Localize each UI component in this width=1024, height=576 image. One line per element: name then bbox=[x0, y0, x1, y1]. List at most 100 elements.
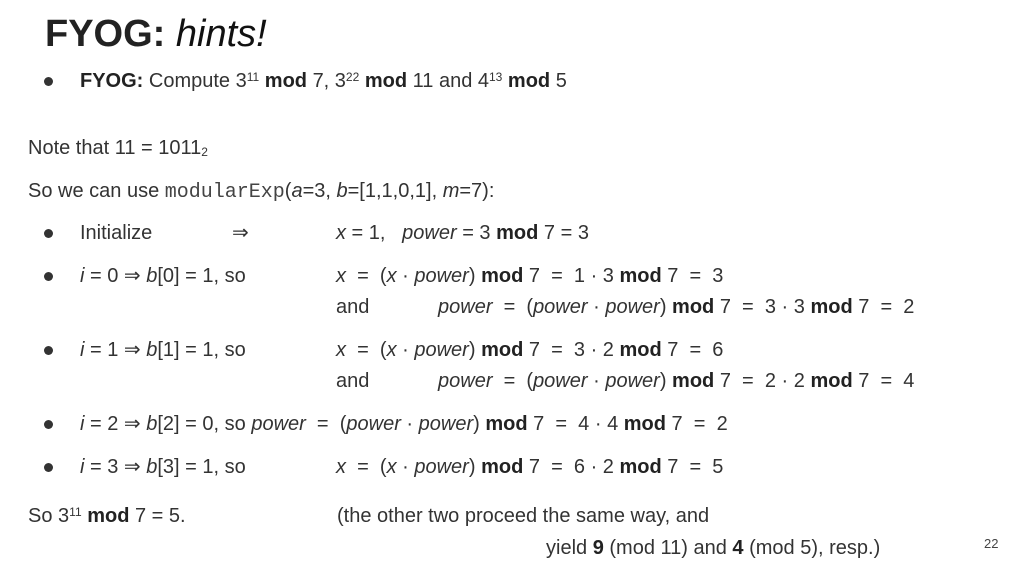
i1-res: 7 = 3 · 2 bbox=[523, 339, 620, 361]
i2-pres: 7 = 4 · 4 bbox=[527, 413, 624, 435]
bullet-icon bbox=[44, 272, 53, 281]
conclusion-other: (the other two proceed the same way, and bbox=[337, 505, 710, 527]
i0-i: i bbox=[80, 265, 85, 287]
i2-pclose: ) bbox=[473, 413, 480, 435]
i2-cond-b: [2] = 0, so bbox=[157, 413, 252, 435]
yield-four: 4 bbox=[732, 537, 744, 559]
i2-pdot: · bbox=[400, 413, 419, 435]
i1-pmod: mod bbox=[672, 370, 715, 392]
i0-and: and bbox=[336, 296, 370, 318]
i3-dot: · bbox=[396, 456, 415, 478]
param-b: b bbox=[336, 180, 348, 202]
param-m: m bbox=[442, 180, 460, 202]
bullet-icon bbox=[44, 420, 53, 429]
bullet-icon bbox=[44, 229, 53, 238]
i3-cond: i = 3 ⇒ b[3] = 1, so bbox=[80, 455, 246, 479]
i2-p2: power bbox=[346, 413, 401, 435]
title-italic: hints! bbox=[175, 13, 267, 55]
bullet-icon bbox=[44, 77, 53, 86]
i1-close: ) bbox=[468, 339, 476, 361]
i1-cond: i = 1 ⇒ b[1] = 1, so bbox=[80, 338, 246, 362]
conclusion-mod: mod bbox=[87, 505, 130, 527]
i3-cond-a: = 3 ⇒ bbox=[84, 456, 147, 478]
i1-power: power bbox=[414, 339, 469, 361]
i2-pres2: 7 = 2 bbox=[665, 413, 728, 435]
i2-p3: power bbox=[418, 413, 474, 435]
conclusion-sup: 11 bbox=[69, 505, 82, 519]
i0-pclose: ) bbox=[659, 296, 667, 318]
i1-p3: power bbox=[605, 370, 660, 392]
i0-p3: power bbox=[605, 296, 660, 318]
fyog-label: FYOG: bbox=[80, 70, 144, 92]
i0-cond-b: [0] = 1, so bbox=[157, 265, 246, 287]
i1-pmod2: mod bbox=[810, 370, 853, 392]
i3-x2: x bbox=[386, 456, 397, 478]
i0-res2: 7 = 3 bbox=[661, 265, 724, 287]
param-m-val: =7): bbox=[459, 180, 495, 202]
i1-cond-b: [1] = 1, so bbox=[157, 339, 246, 361]
i2-pmod2: mod bbox=[623, 413, 666, 435]
i2-line: i = 2 ⇒ b[2] = 0, so power = (power · po… bbox=[80, 412, 728, 436]
i0-x2: x bbox=[386, 265, 397, 287]
i2-pmod: mod bbox=[485, 413, 528, 435]
i1-pdot: · bbox=[587, 370, 606, 392]
fyog-exp1: 11 bbox=[246, 70, 260, 84]
i0-p2: power bbox=[533, 296, 588, 318]
i1-power-expr: power = (power · power) mod 7 = 2 · 2 mo… bbox=[438, 369, 914, 393]
i3-x: x bbox=[336, 456, 346, 478]
i1-cond-a: = 1 ⇒ bbox=[84, 339, 147, 361]
init-power: power bbox=[402, 222, 457, 244]
i2-p1: power bbox=[251, 413, 306, 435]
fyog-mod2: mod bbox=[364, 70, 408, 92]
i3-cond-b: [3] = 1, so bbox=[157, 456, 246, 478]
i1-mod2: mod bbox=[619, 339, 662, 361]
param-a: a bbox=[291, 180, 303, 202]
note-text: Note that 11 = 1011 bbox=[28, 137, 202, 159]
fyog-five: 5 bbox=[555, 70, 567, 92]
i0-pmod2: mod bbox=[810, 296, 853, 318]
i0-close: ) bbox=[468, 265, 476, 287]
title-bold: FYOG: bbox=[45, 13, 166, 55]
implies-arrow-icon: ⇒ bbox=[232, 222, 249, 244]
i0-mod: mod bbox=[481, 265, 524, 287]
fyog-mod1: mod bbox=[264, 70, 307, 92]
i1-res2: 7 = 6 bbox=[661, 339, 724, 361]
function-name: modularExp bbox=[164, 181, 285, 204]
i3-eq: = ( bbox=[346, 456, 387, 478]
i3-res: 7 = 6 · 2 bbox=[523, 456, 620, 478]
conclusion-post: 7 = 5. bbox=[129, 505, 186, 527]
note-line: Note that 11 = 10112 bbox=[28, 136, 208, 160]
i2-cond-a: = 2 ⇒ bbox=[84, 413, 147, 435]
i0-pmod: mod bbox=[672, 296, 715, 318]
conclusion-yield: yield 9 (mod 11) and 4 (mod 5), resp.) bbox=[546, 536, 880, 560]
i1-x-expr: x = (x · power) mod 7 = 3 · 2 mod 7 = 6 bbox=[336, 338, 723, 362]
yield-text: yield bbox=[546, 537, 593, 559]
i0-x-expr: x = (x · power) mod 7 = 1 · 3 mod 7 = 3 bbox=[336, 264, 723, 288]
i3-mod: mod bbox=[481, 456, 524, 478]
i0-pres: 7 = 3 · 3 bbox=[714, 296, 811, 318]
i2-b: b bbox=[146, 413, 158, 435]
note-subscript: 2 bbox=[201, 145, 208, 159]
i0-cond-a: = 0 ⇒ bbox=[84, 265, 147, 287]
i3-close: ) bbox=[468, 456, 476, 478]
i0-pdot: · bbox=[587, 296, 606, 318]
i0-dot: · bbox=[396, 265, 415, 287]
i1-dot: · bbox=[396, 339, 415, 361]
i1-and: and bbox=[336, 370, 370, 392]
fyog-eleven: 11 and 4 bbox=[412, 70, 489, 92]
param-b-val: =[1,1,0,1], bbox=[347, 180, 443, 202]
i1-pres: 7 = 2 · 2 bbox=[714, 370, 811, 392]
use-line: So we can use modularExp(a=3, b=[1,1,0,1… bbox=[28, 179, 494, 205]
init-end: 7 = 3 bbox=[538, 222, 589, 244]
i0-pres2: 7 = 2 bbox=[852, 296, 915, 318]
page-number: 22 bbox=[984, 536, 999, 551]
i1-peq: = ( bbox=[492, 370, 534, 392]
use-pre: So we can use bbox=[28, 180, 165, 202]
fyog-line: FYOG: Compute 311 mod 7, 322 mod 11 and … bbox=[80, 69, 567, 93]
fyog-seven: 7, 3 bbox=[312, 70, 346, 92]
i1-x2: x bbox=[386, 339, 397, 361]
use-open: ( bbox=[284, 180, 292, 202]
i0-x: x bbox=[336, 265, 346, 287]
i3-mod2: mod bbox=[619, 456, 662, 478]
i2-peq: = ( bbox=[305, 413, 347, 435]
